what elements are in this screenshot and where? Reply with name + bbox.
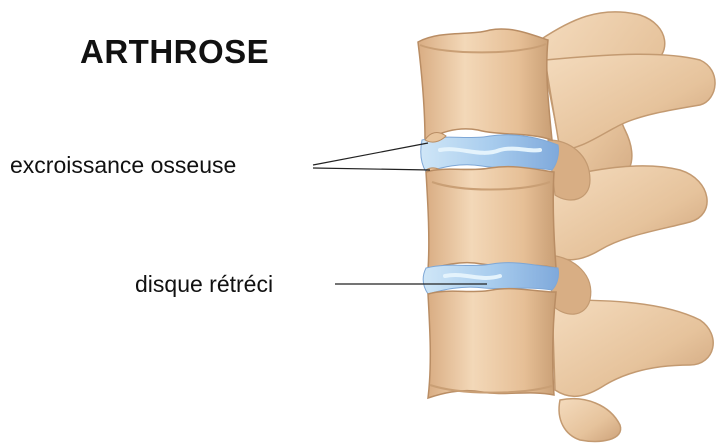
diagram-title: ARTHROSE: [80, 33, 269, 71]
label-bone-growth: excroissance osseuse: [10, 152, 236, 179]
posterior-processes: [540, 12, 715, 442]
label-narrowed-disc: disque rétréci: [135, 271, 273, 298]
leader-line-growth-lower: [313, 168, 430, 170]
vertebral-body-top: [418, 29, 552, 140]
leader-line-growth-upper: [313, 143, 428, 165]
vertebral-body-middle: [426, 167, 556, 270]
spinous-process-lower: [552, 300, 713, 396]
articular-process-bottom: [559, 399, 621, 442]
spinous-process-upper: [545, 54, 715, 150]
vertebral-body-bottom: [428, 289, 556, 398]
